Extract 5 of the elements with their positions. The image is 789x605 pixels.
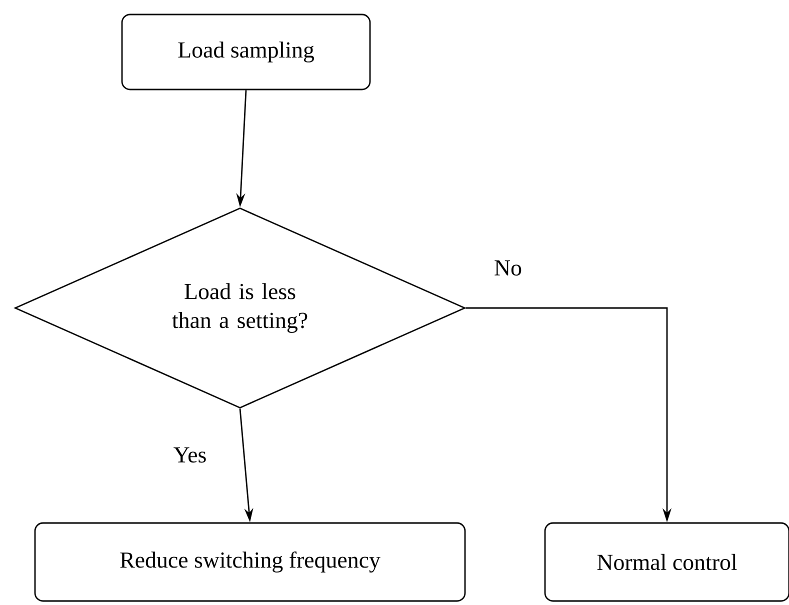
process-box: Reduce switching frequency	[34, 522, 466, 602]
edge-label: Yes	[172, 446, 208, 464]
edge-label: No	[493, 259, 523, 277]
process-box: Normal control	[544, 522, 789, 602]
process-box: Load sampling	[121, 14, 371, 90]
